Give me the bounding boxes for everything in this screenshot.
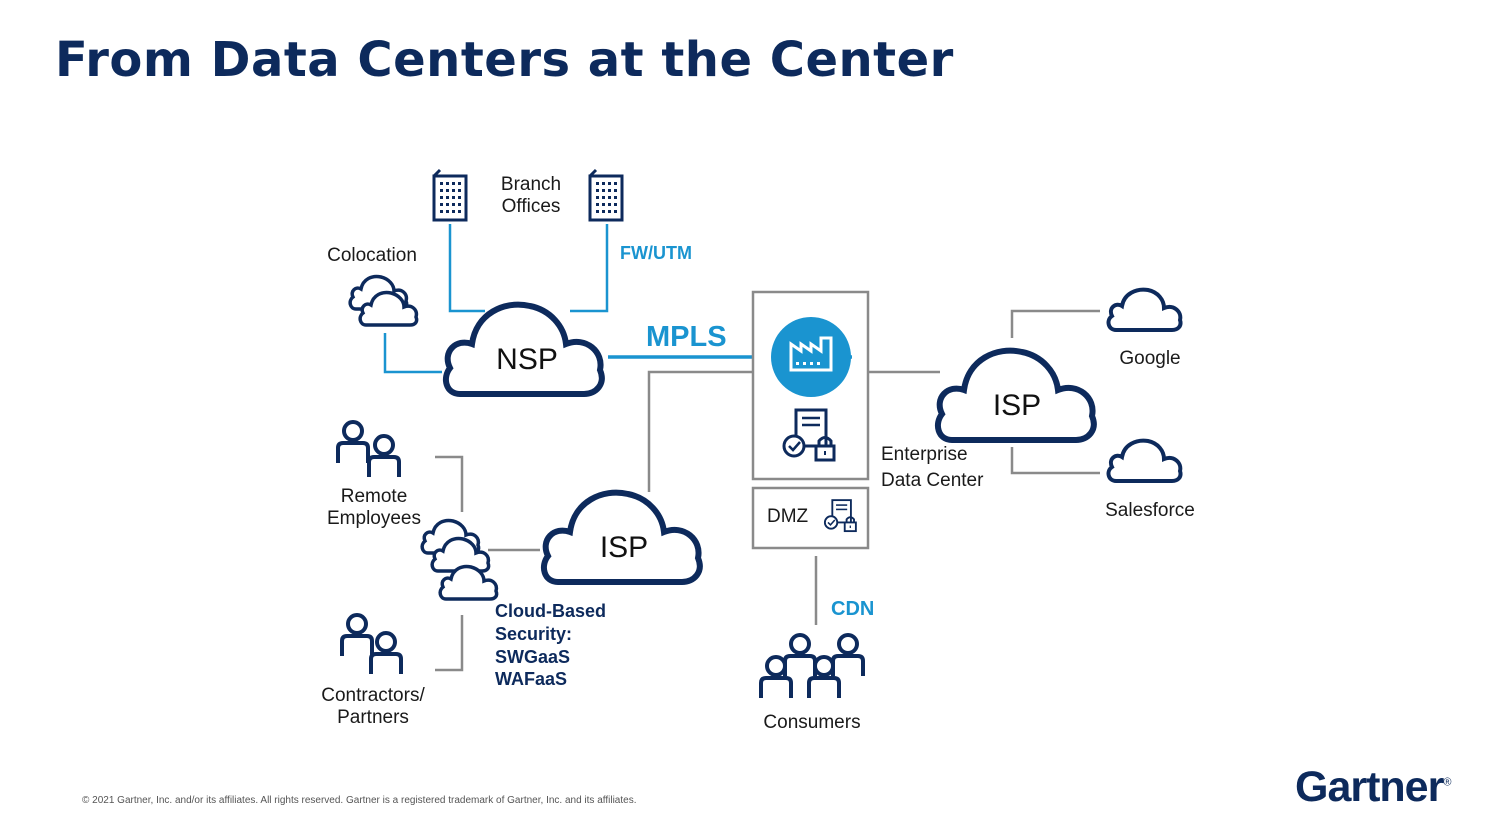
colocation-label: Colocation [327,245,417,266]
contractors-icon [340,613,403,676]
remote-employees-icon [336,420,401,479]
salesforce-cloud-icon [1106,438,1183,483]
branch-offices-label-line2: Offices [502,196,561,217]
factory-icon [771,317,851,397]
colocation-cloud-icon [348,274,419,327]
google-cloud-icon [1106,287,1183,332]
cloud-security-cloud-icon [420,518,499,601]
remote-employees-label-line2: Employees [327,508,421,529]
copyright-footer: © 2021 Gartner, Inc. and/or its affiliat… [82,795,637,806]
consumers-label: Consumers [763,712,860,733]
slide-title: From Data Centers at the Center [55,32,954,88]
google-label: Google [1119,348,1180,369]
cloud-security-label-line3: SWGaaS [495,647,570,667]
blue-connectors [383,224,773,374]
cloud-security-label-line2: Security: [495,624,572,644]
remote-employees-label-line1: Remote [341,486,408,507]
isp-enterprise-label: ISP [993,389,1041,422]
nsp-label: NSP [496,343,558,376]
cloud-security-label-line4: WAFaaS [495,669,567,689]
consumers-icon [759,633,865,700]
contractors-label-line2: Partners [337,707,409,728]
salesforce-label: Salesforce [1105,500,1195,521]
branch-offices-label-line1: Branch [501,174,561,195]
cloud-security-label-line1: Cloud-Based [495,601,606,621]
fw-utm-label: FW/UTM [620,243,692,263]
gartner-logo: Gartner® [1295,763,1452,811]
dmz-label: DMZ [767,506,809,527]
enterprise-dc-label-line2: Data Center [881,470,984,491]
isp-remote-label: ISP [600,531,648,564]
branch-office-building-icon [588,168,624,222]
enterprise-dc-label-line1: Enterprise [881,444,968,465]
cdn-label: CDN [831,598,874,620]
contractors-label-line1: Contractors/ [321,685,425,706]
branch-office-building-icon [432,168,468,222]
mpls-label: MPLS [646,321,727,353]
